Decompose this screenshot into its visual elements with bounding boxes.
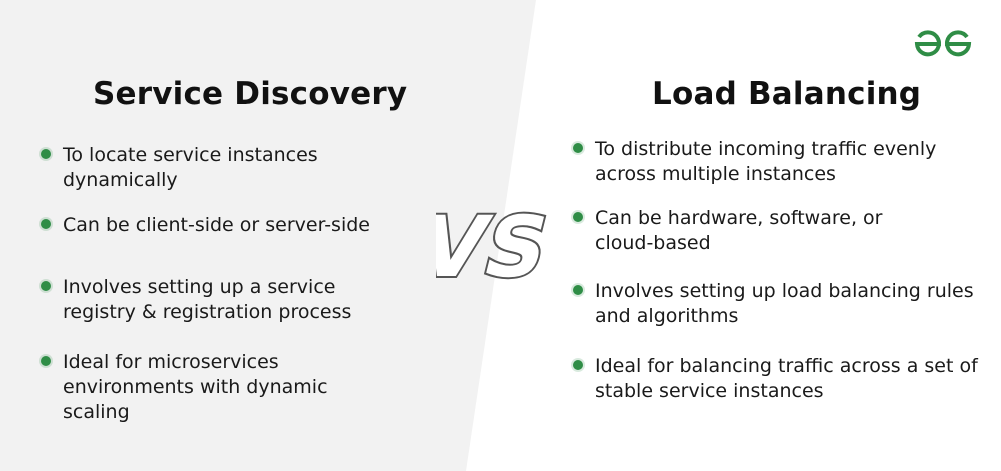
list-item-text: Can be hardware, software, or cloud-base… [595, 207, 883, 254]
list-item-text: To distribute incoming traffic evenly ac… [595, 138, 937, 185]
bullet-icon [41, 219, 51, 229]
list-item-text: Can be client-side or server-side [63, 214, 370, 236]
service-discovery-title: Service Discovery [93, 76, 408, 112]
vs-emblem: VS [436, 197, 560, 298]
bullet-icon [573, 360, 583, 370]
list-item-text: Involves setting up load balancing rules… [595, 280, 974, 327]
bullet-icon [573, 285, 583, 295]
bullet-icon [573, 212, 583, 222]
list-item-text: Involves setting up a service registry &… [63, 276, 352, 323]
vs-label: VS [436, 199, 558, 296]
list-item-text: Ideal for microservices environments wit… [63, 351, 328, 423]
bullet-icon [41, 149, 51, 159]
load-balancing-list: To distribute incoming traffic evenly ac… [573, 137, 993, 437]
bullet-icon [41, 281, 51, 291]
geeksforgeeks-logo-icon [914, 30, 972, 57]
list-item-text: Ideal for balancing traffic across a set… [595, 355, 978, 402]
load-balancing-title: Load Balancing [652, 76, 922, 112]
bullet-icon [573, 143, 583, 153]
bullet-icon [41, 356, 51, 366]
list-item-text: To locate service instances dynamically [63, 144, 318, 191]
service-discovery-list: To locate service instances dynamically … [41, 143, 421, 443]
